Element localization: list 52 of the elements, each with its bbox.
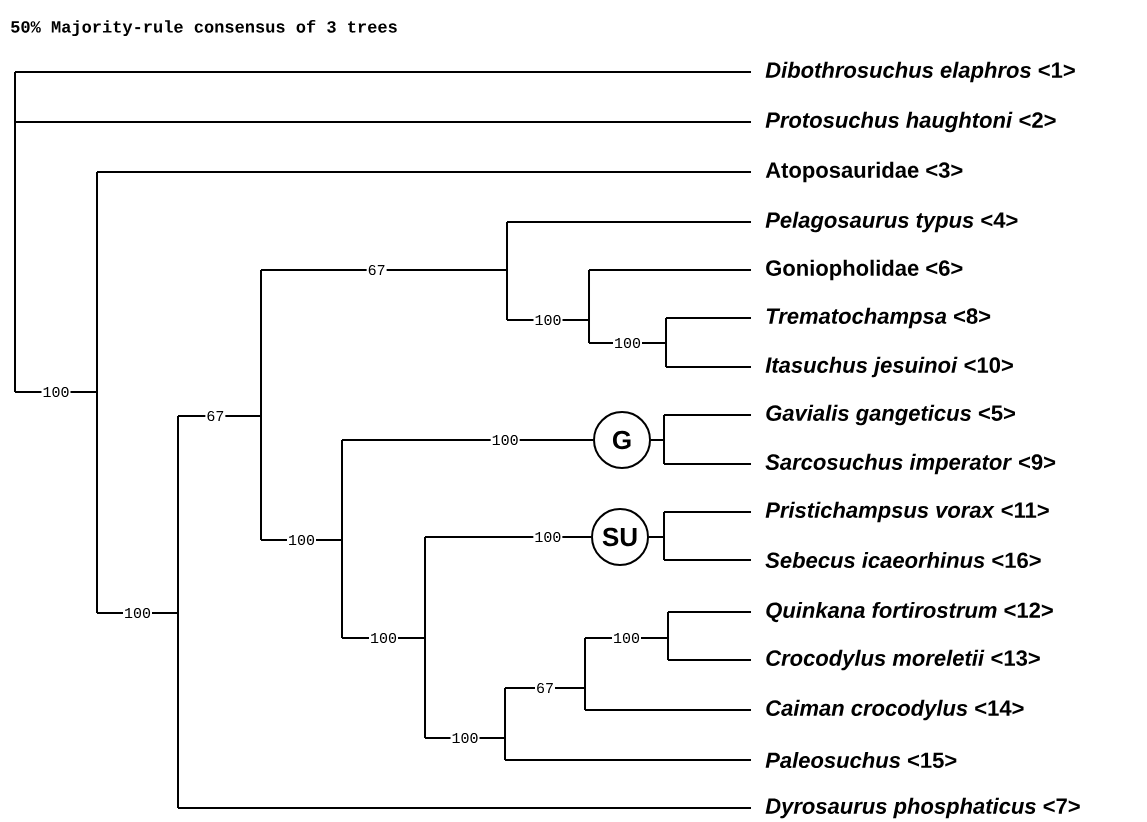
taxon-label: Caiman crocodylus <14> (766, 699, 1024, 721)
branch-line (663, 463, 752, 465)
support-value: 100 (533, 314, 563, 326)
support-value: 100 (41, 386, 71, 398)
branch-line (504, 759, 752, 761)
branch-line (650, 439, 665, 441)
branch-line (665, 366, 752, 368)
branch-line (663, 414, 752, 416)
branch-line (177, 415, 262, 417)
taxon-label: Itasuchus jesuinoi <10> (765, 356, 1013, 378)
taxon-label: Goniopholidae <6> (766, 259, 963, 281)
tree-title: 50% Majority-rule consensus of 3 trees (11, 19, 397, 37)
taxon-label: Quinkana fortirostrum <12> (766, 601, 1053, 623)
branch-line (665, 317, 752, 319)
support-value: 100 (490, 434, 520, 446)
branch-line (667, 659, 752, 661)
branch-line (584, 709, 752, 711)
branch-line (14, 121, 752, 123)
taxon-label: Dibothrosuchus elaphros <1> (765, 61, 1075, 83)
branch-line (663, 511, 752, 513)
taxon-label: Pristichampsus vorax <11> (765, 501, 1049, 523)
support-value: 67 (535, 682, 555, 694)
branch-line (96, 171, 752, 173)
branch-line (504, 687, 586, 689)
branch-line (506, 221, 752, 223)
branch-line (341, 439, 594, 441)
taxon-label: Sarcosuchus imperator <9> (765, 453, 1056, 475)
support-value: 67 (205, 410, 226, 422)
taxon-label: Protosuchus haughtoni <2> (765, 111, 1056, 133)
support-value: 67 (366, 264, 387, 276)
branch-line (588, 269, 752, 271)
taxon-label: Paleosuchus <15> (765, 751, 957, 769)
branch-line (260, 269, 508, 271)
support-value: 100 (450, 732, 480, 744)
taxon-label: Crocodylus moreletii <13> (766, 649, 1040, 671)
branch-line (177, 807, 752, 809)
support-value: 100 (287, 534, 316, 546)
branch-line (648, 536, 665, 538)
branch-line (667, 611, 752, 613)
taxon-label: Pelagosaurus typus <4> (765, 211, 1018, 233)
branch-line (663, 559, 752, 561)
support-value: 100 (123, 607, 152, 619)
taxon-label: Gavialis gangeticus <5> (766, 404, 1015, 426)
support-value: 100 (612, 632, 641, 644)
support-value: 100 (369, 632, 398, 644)
taxon-label: Dyrosaurus phosphaticus <7> (765, 797, 1080, 819)
branch-line (14, 71, 752, 73)
taxon-label: Trematochampsa <8> (766, 307, 991, 329)
support-value: 100 (613, 337, 642, 349)
taxon-label: Atoposauridae <3> (765, 161, 963, 183)
taxon-label: Sebecus icaeorhinus <16> (765, 551, 1041, 569)
support-value: 100 (533, 531, 563, 543)
